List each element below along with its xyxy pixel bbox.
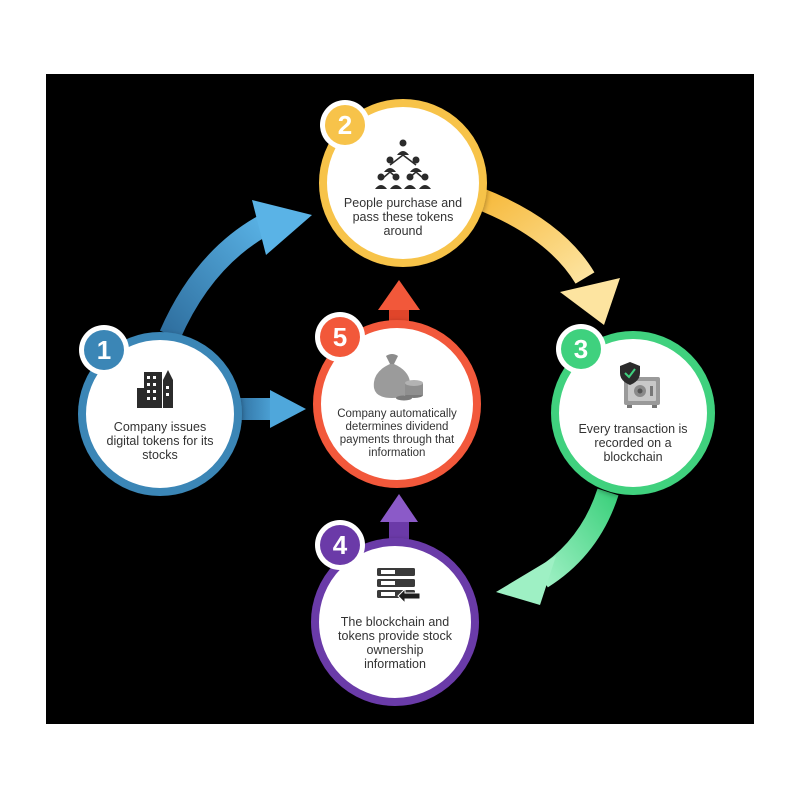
step-3-badge: 3 xyxy=(556,324,606,374)
step-1-circle xyxy=(78,332,242,496)
step-4-number: 4 xyxy=(333,530,348,560)
office-buildings-icon xyxy=(137,370,173,408)
step-1-number: 1 xyxy=(97,335,111,365)
server-stack-icon xyxy=(377,568,421,605)
step-3-circle xyxy=(551,331,715,495)
arrow-2-to-3 xyxy=(473,187,620,325)
step-5-circle xyxy=(313,320,481,488)
step-1-badge: 1 xyxy=(79,325,129,375)
arrow-1-to-2 xyxy=(159,200,312,340)
step-3-number: 3 xyxy=(574,334,588,364)
step-2-circle xyxy=(319,99,487,267)
step-5-text: Company automatically determines dividen… xyxy=(337,408,457,459)
step-4-text: The blockchain and tokens provide stock … xyxy=(338,615,452,671)
money-bag-coins-icon xyxy=(373,354,423,401)
step-4-badge: 4 xyxy=(315,520,365,570)
arrow-4-to-5 xyxy=(380,494,418,542)
arrow-1-to-5 xyxy=(236,390,306,428)
step-2-number: 2 xyxy=(338,110,352,140)
step-5-badge: 5 xyxy=(315,312,365,362)
step-2-text: People purchase and pass these tokens ar… xyxy=(343,196,463,238)
secure-vault-icon xyxy=(620,362,660,408)
step-4-circle xyxy=(311,538,479,706)
step-1-text: Company issues digital tokens for its st… xyxy=(106,420,214,462)
step-2-badge: 2 xyxy=(320,100,370,150)
step-5-number: 5 xyxy=(333,322,347,352)
arrow-3-to-4 xyxy=(496,488,619,605)
people-network-icon xyxy=(375,139,431,189)
step-3-text: Every transaction is recorded on a block… xyxy=(578,422,688,464)
